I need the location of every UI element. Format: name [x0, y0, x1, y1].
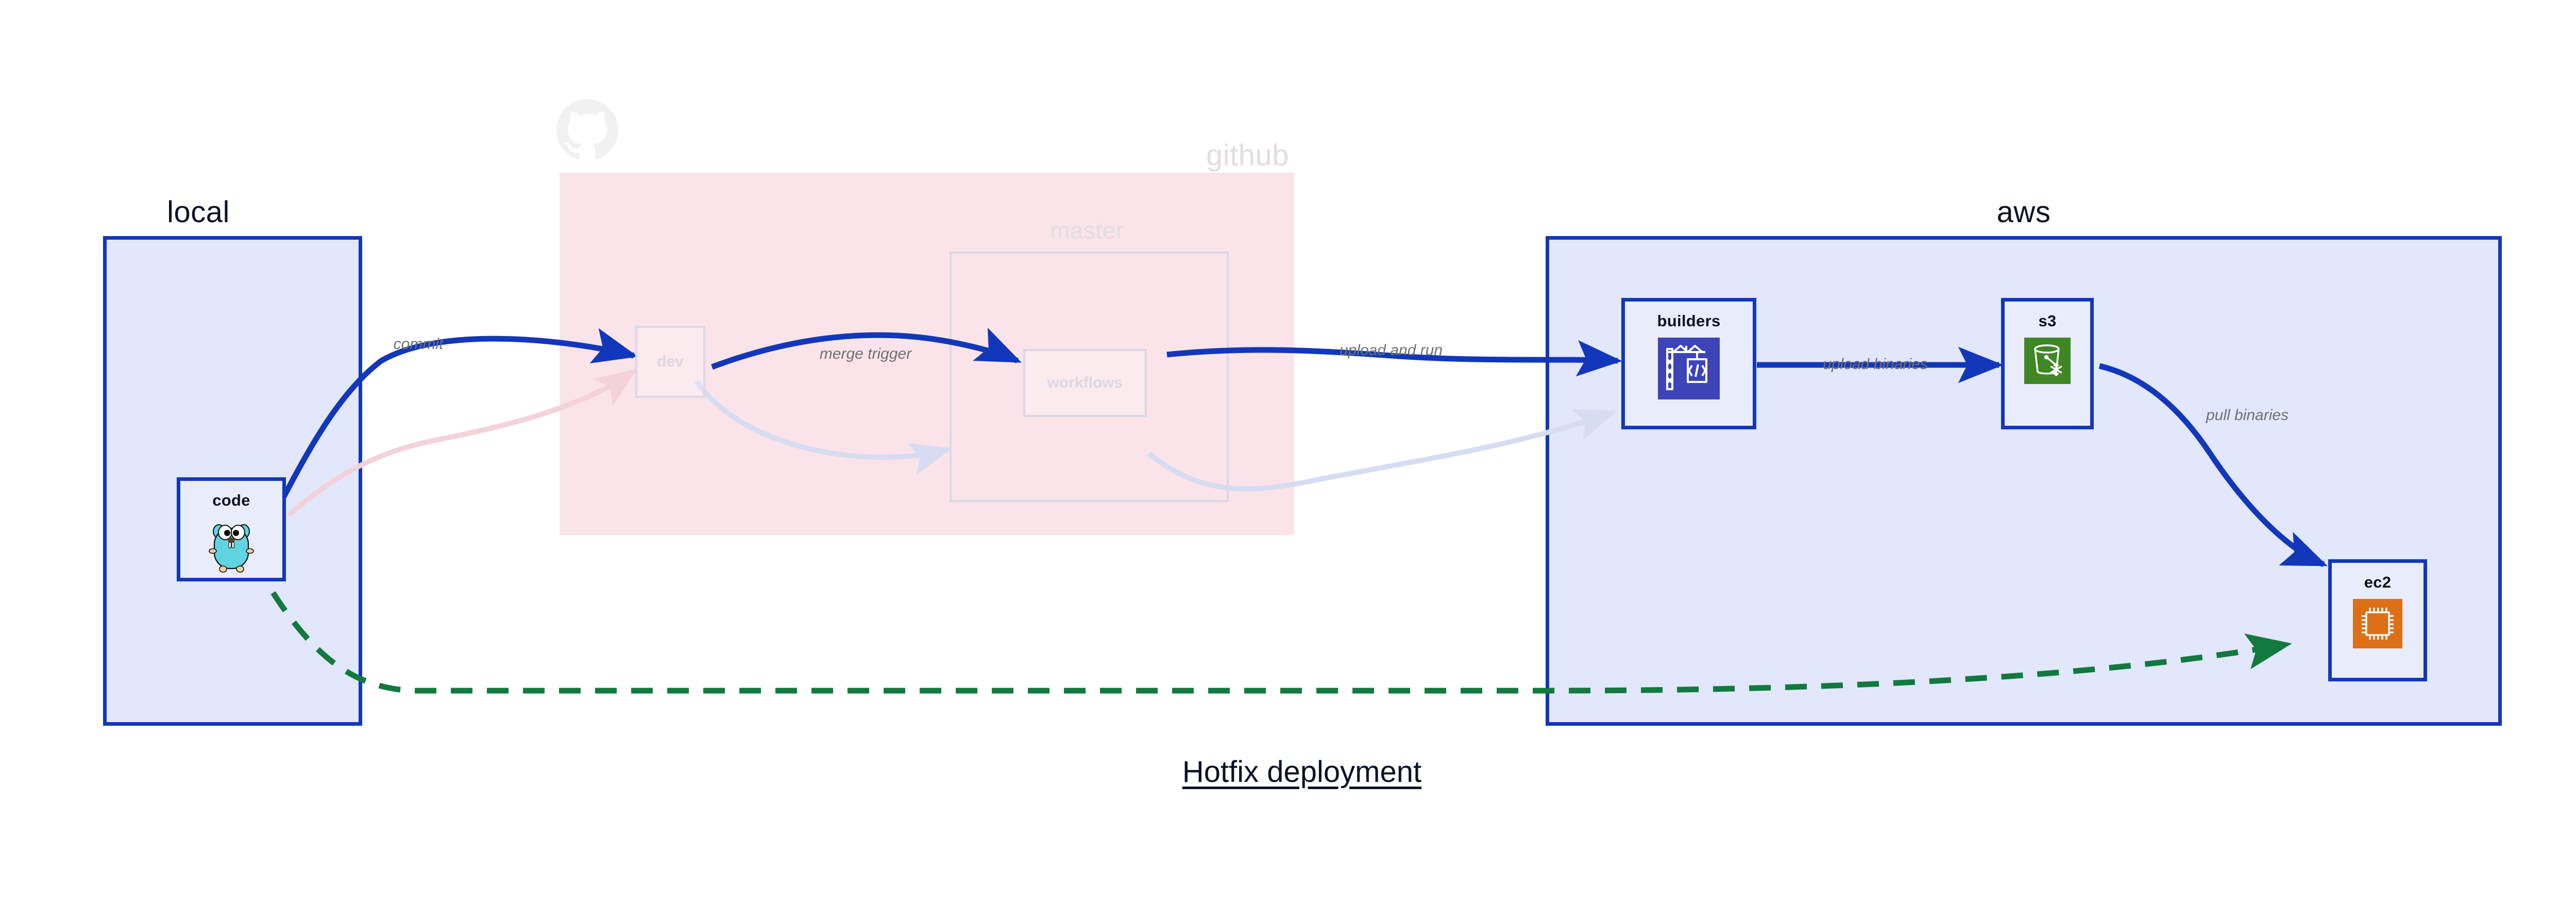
go-gopher-icon: [206, 517, 257, 577]
subgroup-master: [950, 252, 1229, 502]
edge-label-pull-binaries: pull binaries: [2206, 407, 2289, 424]
group-label-local: local: [167, 195, 230, 229]
edge-label-merge-trigger: merge trigger: [819, 345, 912, 362]
node-builders[interactable]: builders: [1621, 298, 1756, 429]
aws-ec2-chip-icon: [2353, 599, 2402, 651]
node-s3-label: s3: [2038, 312, 2057, 330]
node-dev[interactable]: dev: [635, 326, 705, 398]
group-label-github: github: [1206, 139, 1289, 172]
edge-label-commit: commit: [393, 336, 444, 353]
aws-s3-bucket-icon: [2024, 338, 2071, 387]
node-builders-label: builders: [1657, 312, 1721, 330]
diagram-caption: Hotfix deployment: [1182, 755, 1422, 789]
edge-label-upload-and-run: upload and run: [1339, 342, 1443, 359]
edge-label-upload-binaries: upload binaries: [1823, 356, 1928, 373]
node-s3[interactable]: s3: [2001, 298, 2094, 429]
node-ec2-label: ec2: [2364, 573, 2392, 591]
aws-codebuild-crane-icon: [1658, 338, 1720, 402]
node-ec2[interactable]: ec2: [2328, 559, 2427, 681]
node-code[interactable]: code: [177, 477, 286, 581]
node-dev-label: dev: [657, 353, 684, 370]
node-code-label: code: [212, 491, 250, 509]
group-label-aws: aws: [1996, 195, 2051, 229]
github-logo-icon: [556, 98, 618, 162]
node-workflows-label: workflows: [1047, 374, 1123, 391]
node-workflows[interactable]: workflows: [1023, 349, 1147, 417]
subgroup-label-master: master: [1050, 217, 1124, 244]
